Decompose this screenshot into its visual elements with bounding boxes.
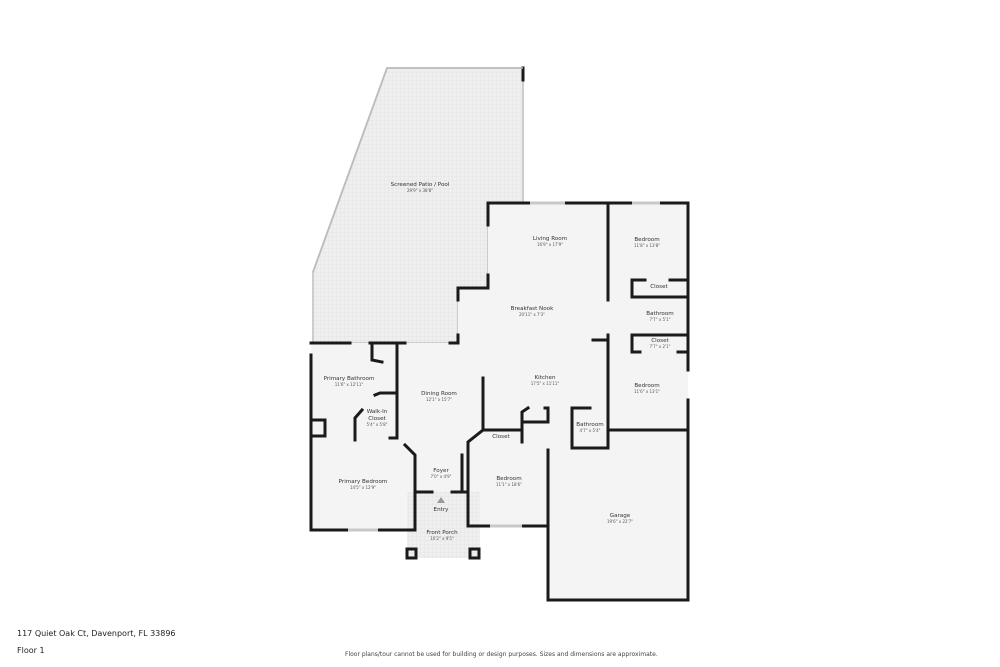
room-dims: 10'2" x 9'5" — [430, 536, 454, 541]
room-label: Kitchen — [534, 375, 555, 381]
room-label: Bedroom — [496, 476, 521, 482]
room-label: Entry — [434, 507, 450, 513]
address: 117 Quiet Oak Ct, Davenport, FL 33896 — [17, 629, 176, 638]
room-label: Bathroom — [576, 422, 603, 428]
room-dims: 5'4" x 5'8" — [367, 422, 388, 427]
room-label: Breakfast Nook — [511, 306, 554, 312]
room-dims: 7'0" x 4'9" — [431, 474, 452, 479]
disclaimer: Floor plans/tour cannot be used for buil… — [345, 651, 658, 658]
room-label: Screened Patio / Pool — [391, 182, 450, 188]
room-label: Bedroom — [634, 383, 659, 389]
room-label: Garage — [610, 513, 631, 519]
room-label: Closet — [492, 434, 510, 440]
room-dims: 20'11" x 7'3" — [519, 312, 545, 317]
porch-column — [468, 547, 481, 560]
room-dims: 19'6" x 22'7" — [607, 519, 633, 524]
room-label: Bathroom — [646, 311, 673, 317]
room-dims: 11'6" x 13'1" — [634, 389, 660, 394]
room-dims: 29'9" x 38'8" — [407, 188, 433, 193]
room-label: Closet — [368, 416, 386, 422]
room-label: Primary Bedroom — [339, 479, 388, 485]
room-label: Foyer — [433, 468, 449, 474]
room-label: Closet — [650, 284, 668, 290]
room-dims: 14'5" x 12'9" — [350, 485, 376, 490]
house-floor — [311, 203, 688, 600]
room-label: Dining Room — [421, 391, 457, 397]
room-dims: 11'6" x 12'11" — [335, 382, 364, 387]
room-dims: 11'8" x 13'8" — [634, 243, 660, 248]
walls — [309, 66, 690, 602]
entry-arrow-icon — [437, 497, 445, 503]
porch-column — [405, 547, 418, 560]
room-label: Bedroom — [634, 237, 659, 243]
room-label: Living Room — [533, 236, 567, 242]
room-dims: 17'5" x 11'11" — [531, 381, 560, 386]
room-dims: 4'7" x 5'4" — [580, 428, 601, 433]
room-label: Front Porch — [426, 530, 458, 536]
floor-label: Floor 1 — [17, 646, 45, 655]
room-label: Primary Bathroom — [324, 376, 375, 382]
room-dims: 7'7" x 2'1" — [650, 344, 671, 349]
room-dims: 11'1" x 18'6" — [496, 482, 522, 487]
room-dims: 16'9" x 17'9" — [537, 242, 563, 247]
room-dims: 7'7" x 5'1" — [650, 317, 671, 322]
room-label: Walk-In — [367, 409, 388, 415]
room-dims: 12'1" x 15'7" — [426, 397, 452, 402]
room-label: Closet — [651, 338, 669, 344]
